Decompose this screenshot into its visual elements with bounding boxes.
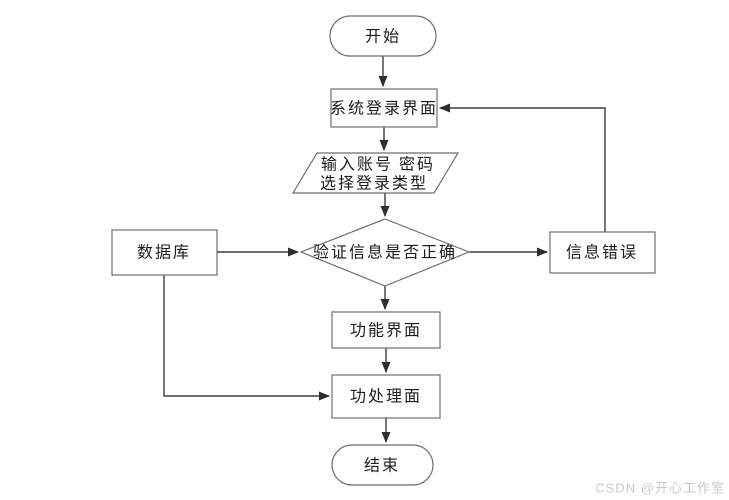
- info-error-node: [549, 231, 656, 274]
- function-screen-node: [331, 311, 441, 349]
- info-error-node-label: 信息错误: [566, 244, 638, 262]
- input-account-node-label-line1: 输入账号 密码: [321, 156, 435, 174]
- verify-decision-node-label: 验证信息是否正确: [313, 244, 457, 262]
- process-screen-node: [331, 374, 441, 419]
- csdn-watermark: CSDN @开心工作室: [595, 481, 725, 496]
- edges: [163, 56, 606, 443]
- nodes: 开始 系统登录界面 输入账号 密码 选择登录类型 验证信息是否正确 数据库 信息…: [111, 15, 656, 486]
- input-account-node: [291, 152, 460, 194]
- arrow-error-to-login: [439, 103, 606, 232]
- login-screen-node: [330, 88, 438, 128]
- verify-decision-node: [299, 218, 471, 287]
- end-node: [331, 444, 434, 486]
- login-screen-node-label: 系统登录界面: [330, 100, 438, 118]
- function-screen-node-label: 功能界面: [350, 322, 422, 340]
- process-screen-node-label: 功处理面: [350, 388, 422, 406]
- start-node-label: 开始: [365, 28, 401, 46]
- end-node-label: 结束: [364, 457, 400, 475]
- input-account-node-label-line2: 选择登录类型: [320, 175, 428, 193]
- database-node-label: 数据库: [137, 244, 191, 262]
- database-node: [111, 229, 218, 276]
- start-node: [329, 15, 437, 57]
- arrow-database-to-process: [163, 275, 330, 401]
